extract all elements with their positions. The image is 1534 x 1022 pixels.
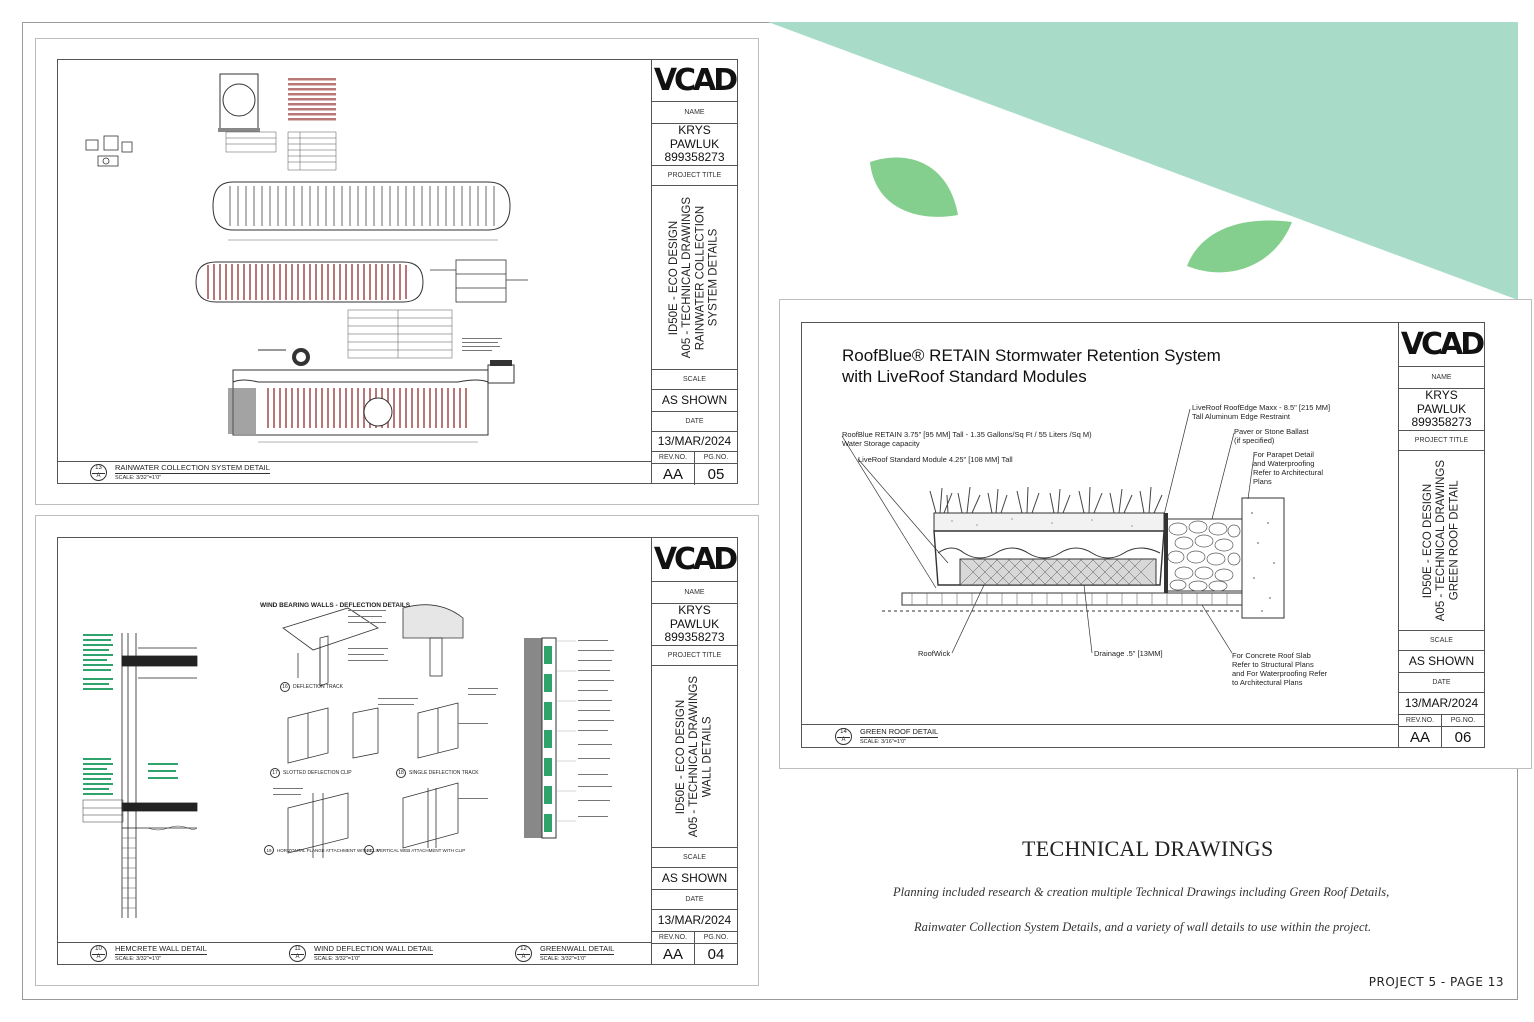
scale-value: AS SHOWN (1399, 651, 1484, 673)
student-id: 899358273 (664, 630, 725, 645)
rev-label: REV.NO. (1405, 717, 1435, 724)
drawing-scale: SCALE: 3/32"=1'0" (540, 956, 587, 962)
wall-details-drawing (82, 604, 614, 918)
page-value: 04 (694, 944, 737, 965)
drawing-scale: SCALE: 3/32"=1'0" (314, 956, 361, 962)
project-title-label: PROJECT TITLE (1399, 431, 1484, 451)
name-label: NAME (1399, 367, 1484, 389)
rev-label: REV.NO. (658, 934, 688, 941)
date-value: 13/MAR/2024 (652, 432, 737, 452)
callout-roof-slab: For Concrete Roof Slab Refer to Structur… (1232, 651, 1328, 687)
scale-label: SCALE (1399, 631, 1484, 651)
wall-inner-heading: WIND BEARING WALLS - DEFLECTION DETAILS (260, 602, 411, 609)
label-strip-line (802, 724, 1398, 725)
drawing-scale: SCALE: 3/16"=1'0" (860, 739, 907, 745)
wall-details-sheet: WIND BEARING WALLS - DEFLECTION DETAILS … (35, 515, 759, 986)
date-label: DATE (1399, 673, 1484, 693)
label-strip-line (58, 942, 651, 943)
scale-value: AS SHOWN (652, 390, 737, 412)
student-name: KRYS PAWLUK (669, 602, 720, 631)
project-title-label: PROJECT TITLE (652, 166, 737, 186)
label-strip-line (58, 461, 651, 462)
page-label: PG.NO. (694, 452, 737, 463)
name-label: NAME (652, 582, 737, 604)
page-value: 06 (1441, 727, 1484, 748)
drawing-title: RAINWATER COLLECTION SYSTEM DETAIL (115, 463, 270, 474)
drawing-scale: SCALE: 3/32"=1'0" (115, 475, 162, 481)
rev-value: AA (1409, 729, 1430, 746)
page-label: PG.NO. (694, 932, 737, 943)
callout-retain-capacity: RoofBlue RETAIN 3.75" [95 MM] Tall - 1.3… (842, 430, 1092, 448)
callout-edge-restraint: LiveRoof RoofEdge Maxx - 8.5" [215 MM] T… (1192, 403, 1331, 421)
vcad-logo: VCAD (1400, 327, 1485, 362)
project-title: ID50E - ECO DESIGN A05 - TECHNICAL DRAWI… (668, 196, 720, 359)
description-line-2: Rainwater Collection System Details, and… (914, 920, 1372, 934)
rev-value: AA (662, 946, 683, 963)
student-name: KRYS PAWLUK (1416, 387, 1467, 416)
page-title: TECHNICAL DRAWINGS (1022, 836, 1274, 861)
project-title: ID50E - ECO DESIGN A05 - TECHNICAL DRAWI… (1421, 459, 1461, 622)
drawing-title: GREEN ROOF DETAIL (860, 727, 939, 738)
date-value: 13/MAR/2024 (1399, 693, 1484, 715)
callout-drainage: Drainage .5" [13MM] (1094, 649, 1163, 658)
date-label: DATE (652, 890, 737, 910)
student-id: 899358273 (1411, 415, 1472, 430)
rainwater-collection-drawing (85, 73, 528, 443)
date-value: 13/MAR/2024 (652, 910, 737, 932)
student-id: 899358273 (664, 150, 725, 165)
project-title: ID50E - ECO DESIGN A05 - TECHNICAL DRAWI… (674, 675, 714, 838)
student-name: KRYS PAWLUK (669, 122, 720, 151)
vcad-logo: VCAD (653, 63, 738, 98)
callout-paver-ballast: Paver or Stone Ballast (if specified) (1234, 427, 1309, 445)
drawing-title: HEMCRETE WALL DETAIL (115, 944, 207, 955)
drawing-title: WIND DEFLECTION WALL DETAIL (314, 944, 434, 955)
page-footer: PROJECT 5 - PAGE 13 (1368, 975, 1504, 989)
callout-roofwick: RoofWick (918, 649, 951, 658)
page-label: PG.NO. (1441, 715, 1484, 726)
description-line-1: Planning included research & creation mu… (893, 885, 1390, 899)
page-value: 05 (694, 464, 737, 485)
green-roof-heading: RoofBlue® RETAIN Stormwater Retention Sy… (842, 346, 1221, 387)
callout-parapet: For Parapet Detail and Waterproofing Ref… (1253, 450, 1324, 486)
callout-standard-module: LiveRoof Standard Module 4.25" [108 MM] … (858, 455, 1013, 464)
rev-value: AA (662, 466, 683, 483)
drawing-title: GREENWALL DETAIL (540, 944, 615, 955)
green-roof-sheet: RoofBlue® RETAIN Stormwater Retention Sy… (779, 299, 1532, 769)
project-title-label: PROJECT TITLE (652, 646, 737, 666)
vcad-logo: VCAD (653, 542, 738, 577)
date-label: DATE (652, 412, 737, 432)
scale-label: SCALE (652, 370, 737, 390)
drawing-scale: SCALE: 3/32"=1'0" (115, 956, 162, 962)
rev-label: REV.NO. (658, 454, 688, 461)
green-roof-section-drawing (841, 408, 1285, 654)
scale-value: AS SHOWN (652, 868, 737, 890)
name-label: NAME (652, 102, 737, 124)
scale-label: SCALE (652, 848, 737, 868)
